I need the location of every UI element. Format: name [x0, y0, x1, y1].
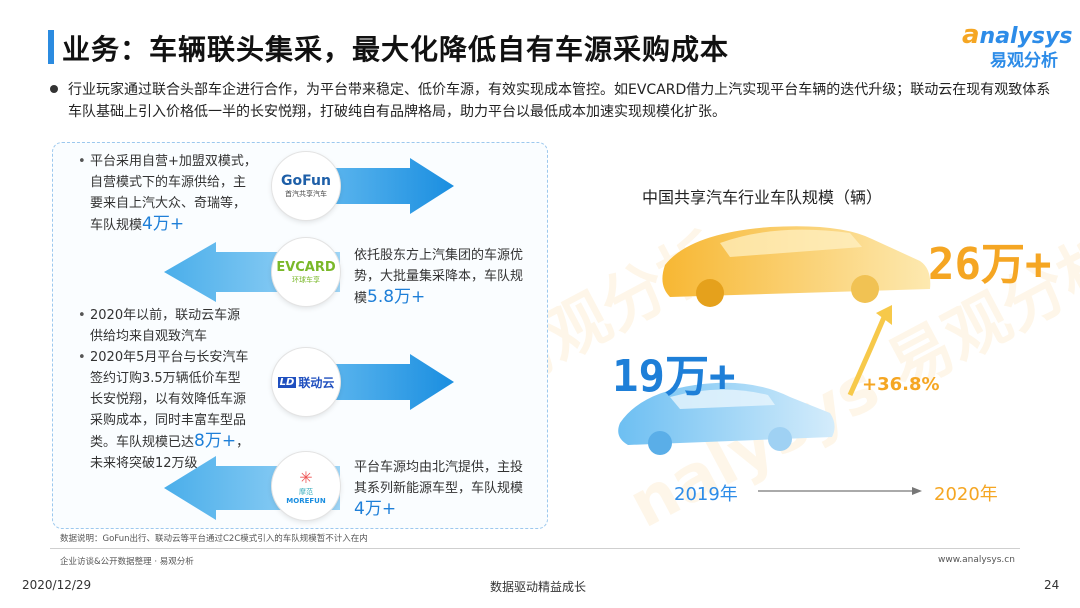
value-2019: 19万+: [612, 351, 736, 402]
liandongyun-item2: 2020年5月平台与长安汽车 签约订购3.5万辆低价车型 长安悦翔，以有效降低车…: [78, 347, 249, 474]
value-2020: 26万+: [928, 239, 1052, 290]
analysys-logo-cn: 易观分析: [990, 51, 1058, 71]
gofun-scale: 4万+: [142, 214, 185, 234]
data-source: 企业访谈&公开数据整理 · 易观分析: [60, 557, 194, 567]
data-note: 数据说明：GoFun出行、联动云等平台通过C2C模式引入的车队规模暂不计入在内: [60, 534, 368, 544]
morefun-scale: 4万+: [354, 499, 397, 519]
evcard-scale: 5.8万+: [367, 287, 426, 307]
morefun-desc: 平台车源均由北汽提供，主投 其系列新能源车型，车队规模 4万+: [354, 460, 524, 519]
analysys-logo: analysys: [962, 20, 1073, 50]
year-2020: 2020年: [934, 484, 998, 505]
timeline-arrow-icon: [912, 487, 922, 495]
growth-rate: +36.8%: [862, 374, 940, 395]
liandongyun-scale: 8万+: [194, 431, 237, 451]
star-icon: ✳: [299, 467, 313, 487]
evcard-logo: EVCARD 环球车享: [272, 238, 340, 306]
intro-text: 行业玩家通过联合头部车企进行合作，为平台带来稳定、低价车源，有效实现成本管控。如…: [68, 82, 1051, 120]
year-2019: 2019年: [674, 484, 738, 505]
liandongyun-logo: LD 联动云: [272, 348, 340, 416]
page-number: 24: [1044, 578, 1060, 592]
bullet-icon: [50, 85, 58, 93]
footer-divider: [50, 548, 1020, 549]
morefun-logo: ✳ 摩范 MOREFUN: [272, 452, 340, 520]
slogan: 数据驱动精益成长: [490, 580, 587, 594]
report-date: 2020/12/29: [22, 578, 92, 592]
gofun-desc: 平台采用自营+加盟双模式， 自营模式下的车源供给，主 要来自上汽大众、奇瑞等， …: [78, 151, 257, 236]
page-title: 业务：车辆联头集采，最大化降低自有车源采购成本: [62, 33, 730, 66]
car-graphic: [618, 226, 931, 495]
chart-title: 中国共享汽车行业车队规模（辆）: [642, 188, 883, 207]
liandongyun-item1: 2020年以前，联动云车源 供给均来自观致汽车: [78, 305, 240, 347]
title-accent-bar: [48, 30, 54, 64]
growth-arrow-icon: [847, 314, 888, 397]
gofun-logo: GoFun 首汽共享汽车: [272, 152, 340, 220]
website-link[interactable]: www.analysys.cn: [938, 555, 1015, 565]
evcard-desc: 依托股东方上汽集团的车源优 势，大批量集采降本，车队规 模5.8万+: [354, 248, 524, 307]
